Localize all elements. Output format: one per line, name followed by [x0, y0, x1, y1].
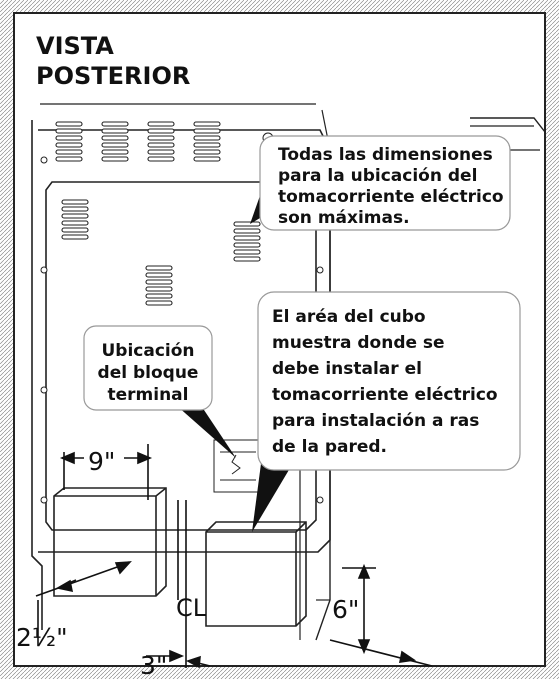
dimension-3-label: 3" [140, 651, 167, 679]
terminal-line-1: Ubicación [101, 341, 194, 361]
centerline-label: CL [176, 594, 207, 622]
outlet-line-6: de la pared. [272, 437, 387, 457]
dimension-2-5-label: 2½" [16, 623, 68, 652]
title-line-2: POSTERIOR [36, 62, 190, 90]
right-outlet-box [205, 521, 307, 627]
outlet-line-5: para instalación a ras [272, 411, 479, 431]
label-bg-9 [84, 442, 124, 472]
dimension-6-label: 6" [332, 595, 359, 624]
dimensions-note-line-4: son máximas. [278, 208, 410, 228]
title-line-1: VISTA [36, 32, 114, 60]
terminal-line-2: del bloque [98, 363, 199, 383]
callout-dimensions-note: Todas las dimensiones para la ubicación … [250, 135, 511, 231]
callout-outlet-area: El aréa del cubo muestra donde se debe i… [252, 291, 521, 532]
outlet-line-4: tomacorriente eléctrico [272, 385, 498, 405]
outlet-line-3: debe instalar el [272, 359, 422, 379]
dimension-9-label: 9" [88, 447, 115, 476]
dimensions-note-line-1: Todas las dimensiones [278, 145, 493, 165]
terminal-line-3: terminal [108, 385, 189, 405]
outlet-line-2: muestra donde se [272, 333, 445, 353]
terminal-block [213, 439, 265, 493]
callout-terminal-block: Ubicación del bloque terminal [83, 325, 236, 458]
dimensions-note-line-3: tomacorriente eléctrico [278, 187, 504, 207]
terminal-pointer [168, 398, 236, 458]
outlet-line-1: El aréa del cubo [272, 307, 426, 327]
vent-slots [55, 121, 297, 370]
dimensions-note-line-2: para la ubicación del [278, 166, 477, 186]
outlet-pointer [252, 456, 296, 532]
